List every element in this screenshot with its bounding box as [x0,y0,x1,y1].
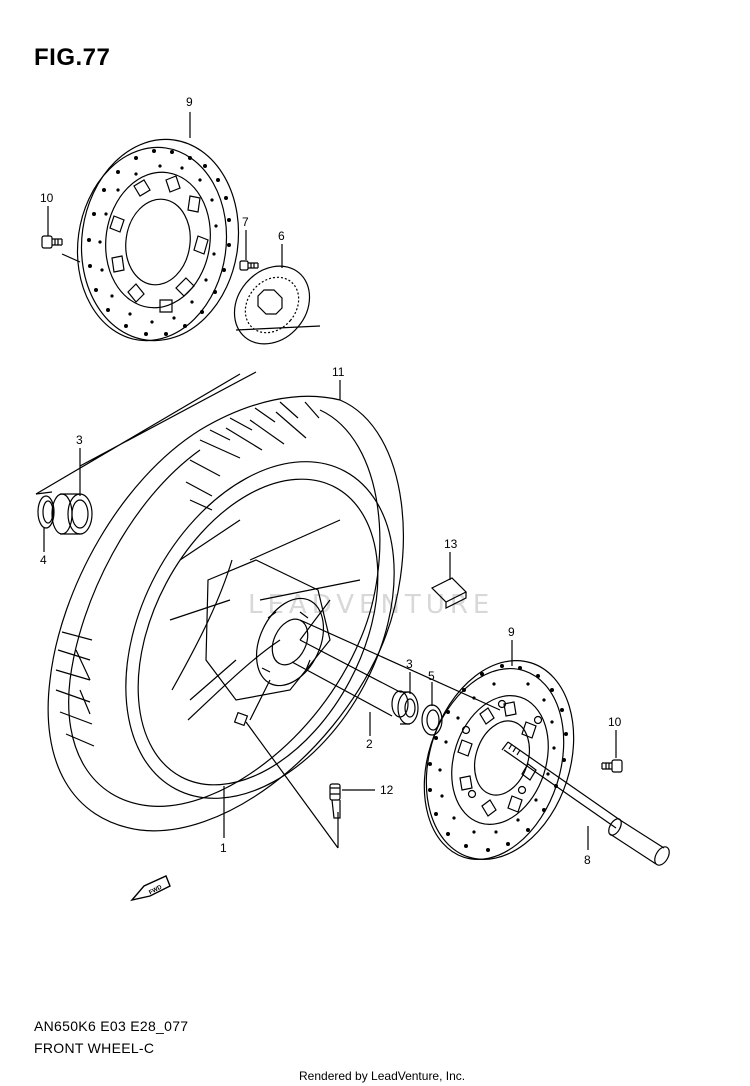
right-bearing [397,691,419,725]
fwd-arrow-icon [130,875,171,902]
front-axle [501,741,670,866]
callout-9-lower: 9 [508,625,515,639]
left-bearing-and-seal [37,493,93,535]
callout-6: 6 [278,229,285,243]
leader-lines [43,112,617,850]
model-code: AN650K6 E03 E28_077 [34,1018,189,1034]
callout-3-right: 3 [406,657,413,671]
callout-2: 2 [366,737,373,751]
sensor-ring-bolt [239,260,259,271]
abs-sensor-ring [233,265,311,345]
callout-10-upper: 10 [40,191,54,205]
callout-13: 13 [444,537,458,551]
callout-4: 4 [40,553,47,567]
balance-weight [430,577,468,609]
right-seal [421,704,443,736]
callout-7: 7 [242,215,249,229]
callout-5: 5 [428,669,435,683]
wheel-hub [205,559,331,727]
axis-line [299,619,501,711]
upper-disc-bolt [41,235,63,249]
callout-1: 1 [220,841,227,855]
tire-valve [329,783,341,819]
front-tire [47,395,404,832]
figure-title: FIG.77 [34,44,111,71]
diagram-name: FRONT WHEEL-C [34,1040,155,1056]
lower-disc-bolt [601,759,623,773]
lower-brake-disc [423,660,575,861]
axle-spacer [291,639,409,718]
callout-11: 11 [332,365,345,379]
upper-brake-disc [76,138,240,342]
callout-8: 8 [584,853,591,867]
callout-labels: 9 10 7 6 11 3 4 13 9 3 5 10 2 12 1 8 FWD [40,95,622,896]
callout-3-left: 3 [76,433,83,447]
assembly-bracket-lines [35,253,321,495]
front-rim [125,461,395,799]
callout-9-upper: 9 [186,95,193,109]
render-credit: Rendered by LeadVenture, Inc. [299,1069,466,1083]
callout-12: 12 [380,783,394,797]
callout-10-lower: 10 [608,715,622,729]
